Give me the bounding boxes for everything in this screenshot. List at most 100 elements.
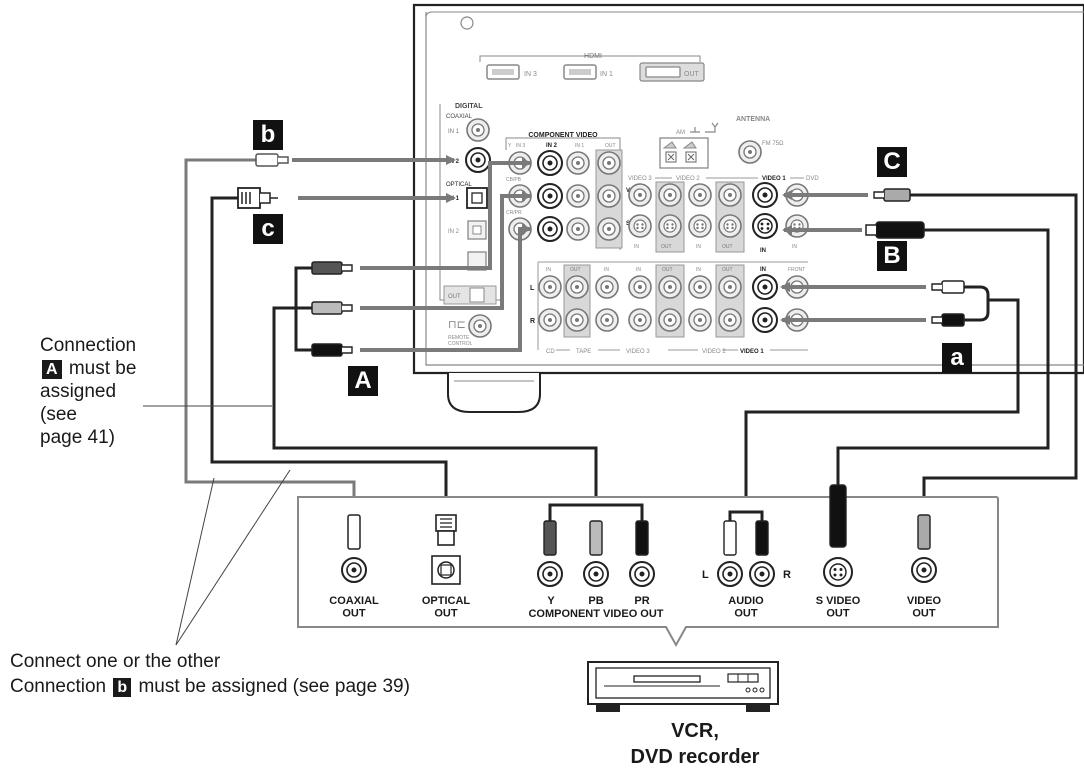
tag-c: c [253, 214, 283, 244]
cd-in-label: IN [546, 267, 551, 273]
audio-right-label: R [530, 318, 535, 325]
dvd-label: DVD [806, 176, 819, 182]
s-label: S [626, 221, 630, 227]
cable-svideo [782, 221, 1050, 485]
device-optical-out [431, 514, 461, 585]
component-plug-pb [311, 301, 343, 315]
leader-lines [143, 405, 291, 646]
composite-plug [883, 188, 911, 202]
video1-out-label: OUT [722, 244, 733, 250]
coaxial-title: COAXIAL [446, 114, 473, 120]
connection-b-box: b [113, 678, 132, 697]
audio-inputs-section: L R IN OUT IN IN OUT IN [530, 261, 809, 355]
ground-icon [690, 122, 719, 133]
device-audio-out [717, 510, 775, 587]
receiver-component-in2-pr [537, 216, 563, 242]
comp-in2-label: IN 2 [546, 143, 558, 149]
receiver-component-in2-y [537, 150, 563, 176]
front-label: FRONT [788, 267, 805, 273]
video3-bottom-label: VIDEO 3 [626, 349, 650, 355]
am-label: AM [676, 130, 685, 136]
comp-in3-label: IN 3 [516, 143, 525, 149]
video2-bottom-label: VIDEO 2 [702, 349, 726, 355]
video-inputs-section: VIDEO 3 VIDEO 2 VIDEO 1 DVD V S IN OUT I… [626, 176, 819, 254]
connection-a-line3: assigned [40, 381, 117, 402]
antenna-section: ANTENNA AM FM 75Ω [659, 116, 784, 169]
comp-y-label: Y [508, 143, 512, 149]
tag-b: b [253, 120, 283, 150]
audio-left-label: L [530, 285, 535, 292]
v-label: V [626, 188, 630, 194]
remote-logo-icon: ⊓⊏ [448, 319, 466, 331]
receiver-video1-in-composite [752, 182, 778, 208]
video1-audio-out-label: OUT [722, 267, 733, 273]
hdmi-title: HDMI [584, 53, 602, 60]
tag-A: A [348, 366, 378, 396]
video1-in-label: IN [760, 248, 766, 254]
receiver-video1-audio-r [752, 307, 778, 333]
connection-a-note: Connection A must be assigned (see page … [40, 334, 160, 449]
hdmi-section: HDMI IN 3 IN 1 OUT [479, 53, 705, 82]
fm-label: FM 75Ω [762, 141, 784, 147]
video3-audio-in-label: IN [636, 267, 641, 273]
tape-label: TAPE [576, 349, 591, 355]
optical-title: OPTICAL [446, 182, 472, 188]
y-label: Y [547, 595, 555, 607]
video3-label: VIDEO 3 [628, 176, 652, 182]
video1-label: VIDEO 1 [762, 176, 786, 182]
dvd-in-label: IN [792, 244, 797, 250]
cable-coaxial [184, 153, 456, 497]
connection-b-suffix: must be assigned (see page 39) [138, 676, 410, 697]
connection-a-line5: page 41) [40, 427, 116, 448]
antenna-title: ANTENNA [736, 116, 770, 123]
video2-label: VIDEO 2 [676, 176, 700, 182]
opt-in2-label: IN 2 [448, 229, 460, 235]
pb-label: PB [588, 595, 603, 607]
component-title: COMPONENT VIDEO [528, 132, 598, 139]
device-svideo-out [823, 484, 853, 587]
connection-a-line4: (see [40, 404, 77, 425]
device-coaxial-out [341, 514, 367, 583]
receiver-video1-in-svideo [752, 213, 778, 239]
connection-a-line2: must be [68, 358, 137, 379]
hdmi-in3-label: IN 3 [524, 71, 537, 78]
audio-plug-r [941, 313, 965, 327]
tag-a: a [942, 343, 972, 373]
tag-B: B [877, 241, 907, 271]
connect-either-note: Connect one or the other Connection b mu… [10, 650, 450, 698]
component-plug-pr [311, 343, 343, 357]
comp-out-label: OUT [605, 143, 616, 149]
receiver-coax-in2-jack [465, 147, 491, 173]
cable-component [272, 158, 598, 497]
connect-either-text: Connect one or the other [10, 651, 221, 672]
receiver-video1-audio-l [752, 274, 778, 300]
comp-cb-label: CB/PB [506, 177, 522, 183]
cd-label: CD [546, 349, 555, 355]
digital-title: DIGITAL [455, 103, 483, 110]
tape-out-label: OUT [570, 267, 581, 273]
device-name: VCR, DVD recorder [600, 718, 790, 770]
hdmi-out-label: OUT [684, 71, 700, 78]
video2-in-label: IN [696, 244, 701, 250]
svideo-plug [875, 221, 925, 239]
component-video-section: COMPONENT VIDEO Y IN 3 IN 2 IN 1 OUT CB/… [505, 132, 623, 250]
receiver-rear-panel: HDMI IN 3 IN 1 OUT DIGITAL COAXIAL IN 1 … [412, 3, 1084, 413]
video2-audio-out-label: OUT [662, 267, 673, 273]
component-plug-y [311, 261, 343, 275]
connection-a-box: A [42, 360, 62, 379]
device-name-line1: VCR, [671, 720, 719, 742]
comp-cr-label: CR/PR [506, 210, 522, 216]
audio-r-label: R [783, 569, 791, 581]
cable-optical [210, 187, 456, 515]
coax-in1-label: IN 1 [448, 129, 460, 135]
audio-l-label: L [702, 569, 709, 581]
optical-out-label: OUT [448, 294, 461, 300]
